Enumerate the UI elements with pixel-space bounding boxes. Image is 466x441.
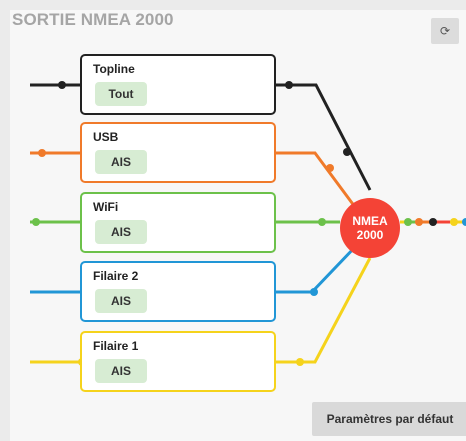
source-card-usb[interactable]: USB AIS: [80, 122, 276, 183]
wire-usb: [30, 149, 357, 208]
filter-pill[interactable]: AIS: [95, 289, 147, 313]
filter-pill[interactable]: AIS: [95, 150, 147, 174]
source-label: Filaire 2: [93, 269, 139, 283]
source-card-topline[interactable]: Topline Tout: [80, 54, 276, 115]
source-label: USB: [93, 130, 119, 144]
wire-filaire-2: [30, 244, 358, 296]
panel-title: SORTIE NMEA 2000: [12, 10, 174, 29]
hub-label-line1: NMEA: [352, 214, 388, 228]
filter-pill[interactable]: AIS: [95, 220, 147, 244]
source-label: WiFi: [93, 200, 119, 214]
wire-topline: [30, 81, 372, 191]
source-card-filaire-1[interactable]: Filaire 1 AIS: [80, 331, 276, 392]
wire-wifi: [30, 218, 340, 226]
source-card-filaire-2[interactable]: Filaire 2 AIS: [80, 261, 276, 322]
wire-output: [400, 218, 466, 226]
hub-label-line2: 2000: [356, 228, 384, 242]
filter-pill[interactable]: AIS: [95, 359, 147, 383]
default-settings-button[interactable]: Paramètres par défaut: [312, 402, 466, 436]
refresh-button[interactable]: ⟳: [431, 18, 459, 44]
source-label: Topline: [93, 62, 135, 76]
nmea-2000-hub: NMEA 2000: [340, 198, 400, 258]
filter-pill[interactable]: Tout: [95, 82, 147, 106]
source-label: Filaire 1: [93, 339, 139, 353]
refresh-icon: ⟳: [439, 24, 451, 38]
source-card-wifi[interactable]: WiFi AIS: [80, 192, 276, 253]
